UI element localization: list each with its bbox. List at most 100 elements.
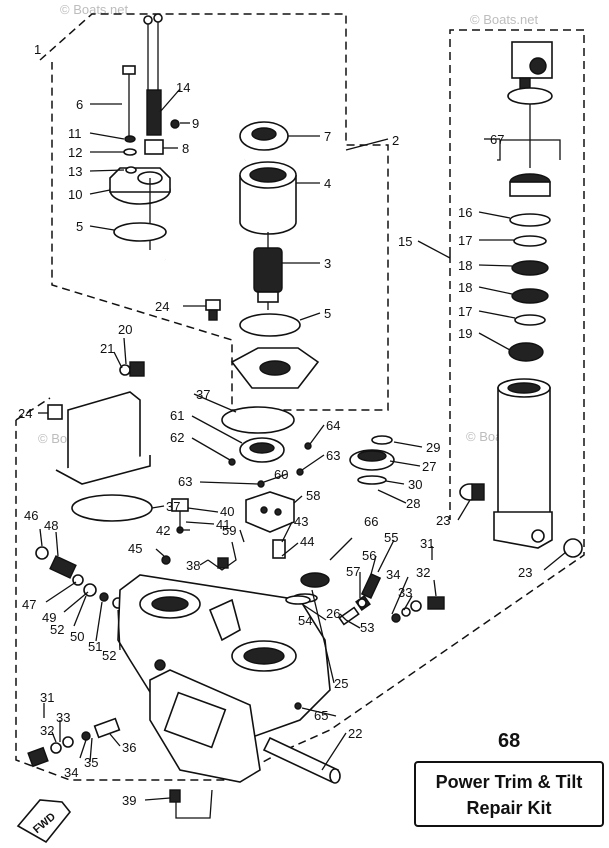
plug-24-upper bbox=[205, 299, 221, 321]
callout-10: 10 bbox=[68, 187, 82, 202]
lower-unit-boundary-end bbox=[15, 397, 51, 421]
callout-29: 29 bbox=[426, 440, 440, 455]
callout-26: 26 bbox=[326, 606, 340, 621]
callout-24a: 24 bbox=[155, 299, 169, 314]
valve-31-36-lower bbox=[27, 717, 121, 768]
callout-41: 41 bbox=[216, 517, 230, 532]
callout-42: 42 bbox=[156, 523, 170, 538]
callout-34b: 34 bbox=[64, 765, 78, 780]
valve-20-21 bbox=[119, 361, 145, 377]
callout-35: 35 bbox=[84, 755, 98, 770]
pin-60 bbox=[257, 480, 265, 488]
callout-31a: 31 bbox=[420, 536, 434, 551]
reservoir bbox=[47, 391, 151, 485]
callout-11: 11 bbox=[68, 126, 82, 141]
bolt-6 bbox=[122, 65, 136, 138]
callout-37a: 37 bbox=[196, 387, 210, 402]
valve-31-34 bbox=[391, 596, 445, 623]
callout-27: 27 bbox=[422, 459, 436, 474]
callout-62: 62 bbox=[170, 430, 184, 445]
kit-title-line2: Repair Kit bbox=[466, 798, 551, 818]
o-ring-54 bbox=[285, 595, 311, 605]
callout-43: 43 bbox=[294, 514, 308, 529]
kit-number: 68 bbox=[498, 730, 520, 752]
callout-18b: 18 bbox=[458, 280, 472, 295]
hose-39 bbox=[169, 789, 213, 819]
callout-16: 16 bbox=[458, 205, 472, 220]
callout-2: 2 bbox=[392, 133, 399, 148]
kit-box bbox=[414, 761, 604, 827]
callout-65: 65 bbox=[314, 708, 328, 723]
callout-1: 1 bbox=[34, 42, 41, 57]
callout-13: 13 bbox=[68, 164, 82, 179]
callout-34a: 34 bbox=[386, 567, 400, 582]
screw-9 bbox=[170, 119, 180, 129]
callout-54: 54 bbox=[298, 613, 312, 628]
callout-63a: 63 bbox=[178, 474, 192, 489]
callout-38: 38 bbox=[186, 558, 200, 573]
kit-title-line1: Power Trim & Tilt bbox=[436, 772, 583, 792]
callout-9: 9 bbox=[192, 116, 199, 131]
callout-24b: 24 bbox=[18, 406, 32, 421]
callout-36: 36 bbox=[122, 740, 136, 755]
valve-47-52 bbox=[72, 574, 124, 609]
o-ring-29 bbox=[371, 435, 393, 445]
motor-assembly-boundary bbox=[39, 13, 389, 411]
callout-4: 4 bbox=[324, 176, 331, 191]
callout-46: 46 bbox=[24, 508, 38, 523]
callout-60: 60 bbox=[274, 467, 288, 482]
callout-17a: 17 bbox=[458, 233, 472, 248]
cap-27 bbox=[349, 449, 395, 471]
callout-49: 49 bbox=[42, 610, 56, 625]
callout-50: 50 bbox=[70, 629, 84, 644]
pump-61 bbox=[239, 437, 285, 463]
callout-21: 21 bbox=[100, 341, 114, 356]
end-cover bbox=[230, 347, 320, 389]
callout-5b: 5 bbox=[324, 306, 331, 321]
screw-64 bbox=[304, 442, 312, 450]
bracket-8 bbox=[144, 139, 164, 155]
callout-48: 48 bbox=[44, 518, 58, 533]
callout-5a: 5 bbox=[76, 219, 83, 234]
o-ring-28 bbox=[357, 475, 387, 485]
callout-37b: 37 bbox=[166, 499, 180, 514]
screw-45 bbox=[161, 555, 171, 565]
valve-43-44 bbox=[272, 539, 286, 559]
callout-52a: 52 bbox=[50, 622, 64, 637]
fwd-arrow: FWD bbox=[16, 799, 72, 844]
callout-18a: 18 bbox=[458, 258, 472, 273]
callout-7: 7 bbox=[324, 129, 331, 144]
tilt-ram-67 bbox=[507, 41, 553, 197]
callout-45: 45 bbox=[128, 541, 142, 556]
callout-56: 56 bbox=[362, 548, 376, 563]
leader-lines bbox=[38, 88, 567, 801]
callout-31b: 31 bbox=[40, 690, 54, 705]
callout-47: 47 bbox=[22, 597, 36, 612]
callout-59: 59 bbox=[222, 523, 236, 538]
callout-39: 39 bbox=[122, 793, 136, 808]
seal-rings-16-19 bbox=[508, 213, 551, 362]
callout-40: 40 bbox=[220, 504, 234, 519]
callout-6: 6 bbox=[76, 97, 83, 112]
callout-66: 66 bbox=[364, 514, 378, 529]
callout-25: 25 bbox=[334, 676, 348, 691]
valve-46-48 bbox=[35, 546, 77, 579]
callout-51: 51 bbox=[88, 639, 102, 654]
callout-15: 15 bbox=[398, 234, 412, 249]
screw-63 bbox=[296, 468, 304, 476]
callout-53: 53 bbox=[360, 620, 374, 635]
watermark: © Boats.net bbox=[60, 2, 129, 17]
o-ring-37-lower bbox=[71, 494, 153, 522]
callout-30: 30 bbox=[408, 477, 422, 492]
callout-58: 58 bbox=[306, 488, 320, 503]
callout-63b: 63 bbox=[326, 448, 340, 463]
screw-62 bbox=[228, 458, 236, 466]
callout-17b: 17 bbox=[458, 304, 472, 319]
wire-harness bbox=[143, 13, 246, 292]
callout-14: 14 bbox=[176, 80, 190, 95]
cylinder-tube bbox=[493, 378, 553, 549]
o-ring-37-upper bbox=[221, 406, 295, 434]
callout-32b: 32 bbox=[40, 723, 54, 738]
callout-22: 22 bbox=[348, 726, 362, 741]
